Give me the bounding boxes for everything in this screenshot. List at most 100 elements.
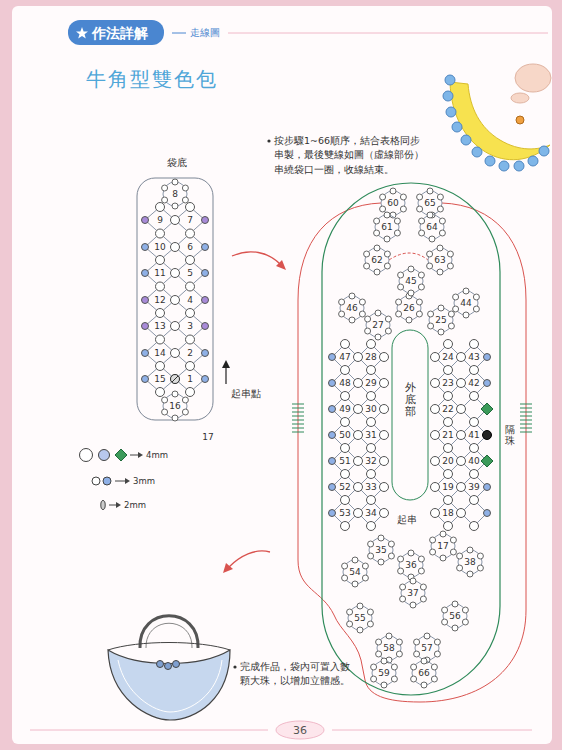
bead xyxy=(354,379,363,388)
bead xyxy=(342,575,348,581)
bead xyxy=(437,194,443,200)
bag-mouth-thread xyxy=(322,183,500,695)
bead xyxy=(156,203,165,212)
bead xyxy=(453,306,459,312)
step-number: 1 xyxy=(187,375,193,384)
bead xyxy=(171,349,180,358)
header-tab-text: 作法詳解 xyxy=(92,24,148,42)
step-number: 2 xyxy=(187,349,193,358)
small-bead xyxy=(329,484,336,491)
bead xyxy=(371,664,377,670)
small-bead xyxy=(484,484,491,491)
bead xyxy=(376,651,382,657)
step-number: 14 xyxy=(154,349,165,358)
step-number: 11 xyxy=(154,269,165,278)
step-number: 23 xyxy=(442,379,453,388)
step-number: 30 xyxy=(365,405,376,414)
step-number: 49 xyxy=(339,405,350,414)
bead xyxy=(367,340,376,349)
step-number: 17 xyxy=(202,433,213,442)
bead xyxy=(428,323,434,329)
bead xyxy=(349,317,355,323)
bead xyxy=(453,294,459,300)
step-number: 26 xyxy=(403,304,414,313)
bead xyxy=(457,457,466,466)
bead xyxy=(442,607,448,613)
step-number: 22 xyxy=(442,405,453,414)
bead xyxy=(463,288,469,294)
bead xyxy=(470,444,479,453)
finish-thread xyxy=(389,253,428,260)
bead xyxy=(186,229,195,238)
bead xyxy=(341,522,350,531)
bead xyxy=(431,676,437,682)
bead xyxy=(341,418,350,427)
bead xyxy=(437,206,443,212)
bead xyxy=(418,568,424,574)
bead xyxy=(410,578,416,584)
bead xyxy=(365,328,371,334)
bead xyxy=(419,230,425,236)
bead xyxy=(396,299,402,305)
bead xyxy=(408,290,414,296)
step-number: 29 xyxy=(365,379,376,388)
bead xyxy=(400,596,406,602)
bead xyxy=(416,311,422,317)
step-number: 4 xyxy=(187,296,193,305)
bead xyxy=(367,470,376,479)
bead xyxy=(380,483,389,492)
bead xyxy=(384,251,390,257)
spacer-bead xyxy=(481,455,493,467)
step-number: 38 xyxy=(464,558,475,567)
bead xyxy=(450,549,456,555)
bead xyxy=(386,633,392,639)
step-number: 54 xyxy=(349,568,360,577)
bead xyxy=(374,230,380,236)
step-number: 59 xyxy=(378,669,389,678)
step-number: 10 xyxy=(154,243,165,252)
step-number: 18 xyxy=(442,509,453,518)
spacer-bead xyxy=(483,431,492,440)
bead xyxy=(162,197,168,203)
small-bead xyxy=(142,297,149,304)
bead xyxy=(444,418,453,427)
bead xyxy=(162,397,168,403)
bead xyxy=(367,522,376,531)
bead xyxy=(367,609,373,615)
step-number: 37 xyxy=(407,589,418,598)
bead xyxy=(367,444,376,453)
bag-illustration xyxy=(108,616,230,720)
flow-arrow-head xyxy=(223,563,233,573)
footer-rule xyxy=(332,730,532,731)
step-number: 58 xyxy=(383,644,394,653)
bead xyxy=(457,509,466,518)
bead xyxy=(457,405,466,414)
bead xyxy=(434,639,440,645)
bead xyxy=(420,584,426,590)
step-number: 21 xyxy=(442,431,453,440)
bead xyxy=(394,230,400,236)
bead xyxy=(362,575,368,581)
small-bead xyxy=(329,458,336,465)
bead xyxy=(427,188,433,194)
inner-base-outline xyxy=(392,330,428,500)
step-number: 41 xyxy=(468,431,479,440)
bead xyxy=(339,299,345,305)
bead xyxy=(431,457,440,466)
step-number: 25 xyxy=(435,316,446,325)
bead xyxy=(437,245,443,251)
bead xyxy=(156,229,165,238)
bead xyxy=(357,627,363,633)
step-number: 19 xyxy=(442,483,453,492)
bead xyxy=(419,218,425,224)
step-number: 27 xyxy=(372,321,383,330)
step-number: 42 xyxy=(468,379,479,388)
bead xyxy=(156,282,165,291)
bead xyxy=(396,639,402,645)
bead xyxy=(367,418,376,427)
bead xyxy=(398,272,404,278)
note-text: 按步驟1~66順序，結合表格同步串製，最後雙線如圖（虛線部份）串繞袋口一圈，收線… xyxy=(274,134,424,177)
bead xyxy=(162,185,168,191)
